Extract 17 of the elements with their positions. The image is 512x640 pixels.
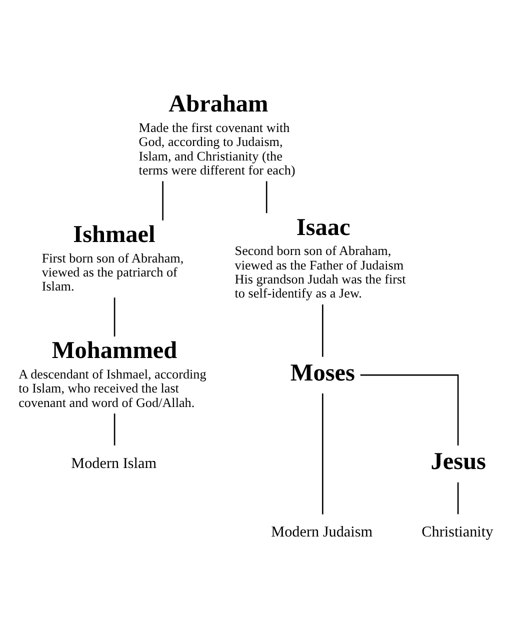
connector <box>162 180 163 220</box>
connector <box>360 374 458 446</box>
node-text: Ishmael First born son of Abraham, viewed as the patriarch of Islam. <box>41 220 184 294</box>
node-text: Abraham Made the first covenant with God, according to Judaism, Islam, and Christianity (the terms were different for each) <box>138 90 295 177</box>
connector <box>113 413 115 445</box>
node-text: Jesus <box>430 448 486 475</box>
node-text: Mohammed A descendant of Ishmael, according to Islam, who received the last covenant and word of God/Allah. <box>18 336 206 410</box>
connector <box>322 304 323 356</box>
connector <box>456 482 458 514</box>
connector <box>322 392 323 514</box>
connector <box>265 180 267 213</box>
node-text: Modern Judaism <box>270 523 372 540</box>
connector <box>113 297 115 336</box>
node-text: Modern Islam <box>70 454 156 472</box>
node-text: Moses <box>290 358 354 386</box>
node-text: Christianity <box>421 523 493 540</box>
node-text: Isaac Second born son of Abraham, viewed as the Father of Judaism His grandson Judah was the first to self-identify as a Jew. <box>234 213 406 300</box>
